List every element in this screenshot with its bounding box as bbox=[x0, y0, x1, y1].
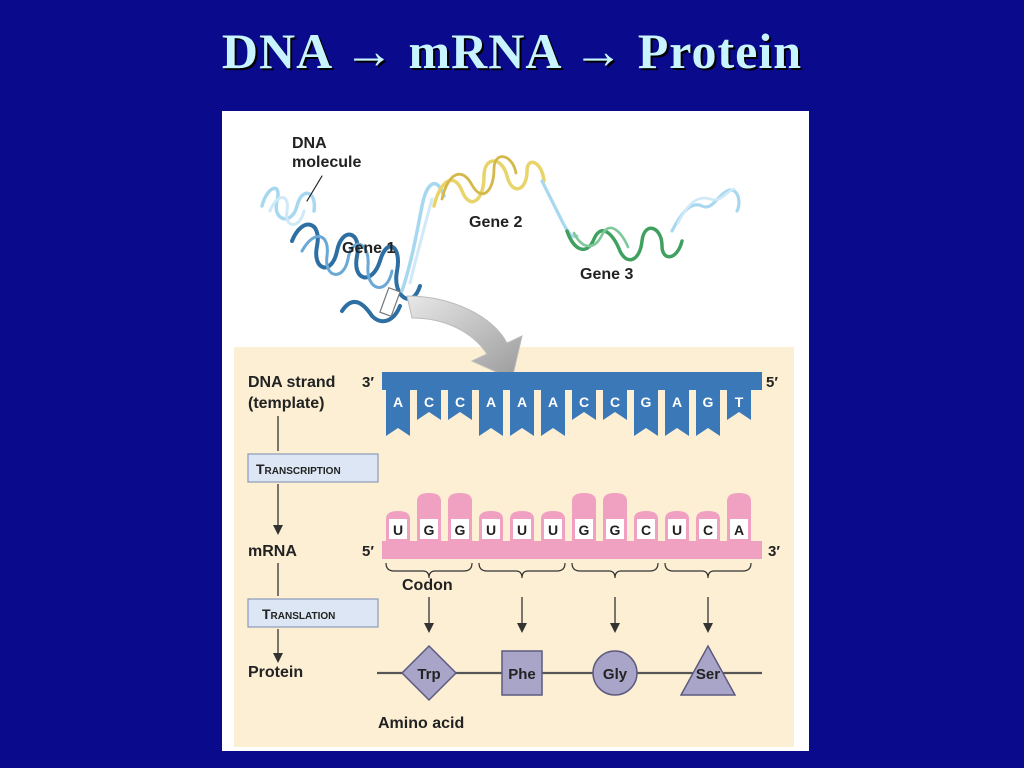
dna-template-strand bbox=[382, 372, 762, 390]
transcription-box bbox=[247, 453, 379, 483]
gene2-helix bbox=[432, 159, 546, 208]
dna-base-letter: A bbox=[486, 394, 496, 410]
dna-base-letter: A bbox=[672, 394, 682, 410]
amino-acid-name: Gly bbox=[603, 666, 628, 683]
arrow-down-icon bbox=[517, 623, 527, 633]
mrna-base-box bbox=[730, 519, 748, 539]
mrna-base-box bbox=[668, 519, 686, 539]
amino-acid-name: Trp bbox=[417, 666, 440, 683]
amino-acid-name: Ser bbox=[696, 666, 720, 683]
translation-box bbox=[247, 598, 379, 628]
mrna-base-box bbox=[544, 519, 562, 539]
gene1-label: Gene 1 bbox=[342, 240, 395, 257]
mrna-strand bbox=[382, 541, 762, 559]
mrna-base-letter: U bbox=[393, 522, 403, 538]
gene1-helix bbox=[290, 222, 422, 301]
arrow-down-icon bbox=[273, 653, 283, 663]
mrna-base-letter: G bbox=[455, 522, 466, 538]
dna-base-tab bbox=[603, 390, 627, 420]
dna-base-letter: A bbox=[517, 394, 527, 410]
dna-molecule-label-line2: molecule bbox=[292, 154, 361, 171]
mrna-base-letter: C bbox=[641, 522, 651, 538]
arrow-down-icon bbox=[273, 525, 283, 535]
dna-strand-label-line2: (template) bbox=[248, 395, 324, 412]
mrna-base-letter: U bbox=[672, 522, 682, 538]
mrna-base-box bbox=[482, 519, 500, 539]
dna-base-letter: G bbox=[703, 394, 714, 410]
mrna-base-box bbox=[451, 519, 469, 539]
dna-base-letter: T bbox=[735, 394, 744, 410]
amino-acid-square bbox=[501, 650, 543, 696]
dna-base-letter: C bbox=[579, 394, 589, 410]
mrna-base-box bbox=[389, 519, 407, 539]
dna-base-tab bbox=[386, 390, 410, 436]
dna-base-letter: C bbox=[610, 394, 620, 410]
mrna-label: mRNA bbox=[248, 543, 297, 560]
dna-base-letter: C bbox=[424, 394, 434, 410]
dna-base-tab bbox=[634, 390, 658, 436]
dna-strand-3prime: 3′ bbox=[362, 374, 374, 391]
translation-label: Translation bbox=[262, 606, 335, 622]
amino-acid-label: Amino acid bbox=[378, 715, 464, 732]
mrna-base-letter: G bbox=[579, 522, 590, 538]
mrna-base-letter: G bbox=[424, 522, 435, 538]
dna-base-tab bbox=[541, 390, 565, 436]
dna-base-tab bbox=[448, 390, 472, 420]
dna-base-tab bbox=[665, 390, 689, 436]
dna-base-tab bbox=[479, 390, 503, 436]
arrow-down-icon bbox=[703, 623, 713, 633]
amino-acid-circle bbox=[592, 650, 638, 696]
mrna-base-letter: U bbox=[548, 522, 558, 538]
gene2-label: Gene 2 bbox=[469, 214, 522, 231]
mrna-base-letter: C bbox=[703, 522, 713, 538]
codon-label: Codon bbox=[402, 577, 453, 594]
dna-molecule-label-line1: DNA bbox=[292, 135, 327, 152]
codon-brace bbox=[385, 562, 473, 579]
gene3-helix bbox=[565, 226, 684, 262]
mrna-base-box bbox=[699, 519, 717, 539]
codon-brace bbox=[571, 562, 659, 579]
protein-label: Protein bbox=[248, 664, 303, 681]
amino-acids: Trp Phe Gly Ser bbox=[400, 644, 737, 702]
dna-molecule bbox=[260, 155, 741, 324]
amino-acid-name: Phe bbox=[508, 666, 536, 683]
codon-brace bbox=[478, 562, 566, 579]
dna-base-tab bbox=[417, 390, 441, 420]
dna-base-tab bbox=[510, 390, 534, 436]
mrna-base-letter: U bbox=[486, 522, 496, 538]
codon-braces bbox=[385, 562, 752, 579]
amino-acid-diamond bbox=[400, 644, 458, 702]
slide-title: DNA → mRNA → Protein bbox=[221, 23, 803, 79]
mrna-5prime: 5′ bbox=[362, 543, 374, 560]
mrna-base-box bbox=[420, 519, 438, 539]
arrow-down-icon bbox=[424, 623, 434, 633]
dna-base-letter: G bbox=[641, 394, 652, 410]
mrna-3prime: 3′ bbox=[768, 543, 780, 560]
dna-base-letter: C bbox=[455, 394, 465, 410]
gene-segment-marker bbox=[379, 286, 401, 318]
diagram-figure: DNA molecule Gene 1 Gene 2 Gene 3 DNA st… bbox=[222, 111, 809, 751]
amino-acid-triangle bbox=[679, 644, 737, 696]
arrow-down-icon bbox=[610, 623, 620, 633]
dna-base-tab bbox=[696, 390, 720, 436]
dna-strand-5prime: 5′ bbox=[766, 374, 778, 391]
mrna-base-letter: A bbox=[734, 522, 744, 538]
mrna-base-box bbox=[575, 519, 593, 539]
mrna-base-letter: G bbox=[610, 522, 621, 538]
codon-brace bbox=[664, 562, 752, 579]
mrna-base-box bbox=[513, 519, 531, 539]
transcription-label: Transcription bbox=[256, 461, 341, 477]
gene3-label: Gene 3 bbox=[580, 266, 633, 283]
codon-arrows bbox=[424, 597, 713, 633]
dna-strand-label-line1: DNA strand bbox=[248, 374, 335, 391]
dna-base-tab bbox=[727, 390, 751, 420]
mrna-base-box bbox=[637, 519, 655, 539]
dna-base-letter: A bbox=[393, 394, 403, 410]
mrna-base-letter: U bbox=[517, 522, 527, 538]
dna-base-tab bbox=[572, 390, 596, 420]
dna-base-letter: A bbox=[548, 394, 558, 410]
mrna-base-box bbox=[606, 519, 624, 539]
